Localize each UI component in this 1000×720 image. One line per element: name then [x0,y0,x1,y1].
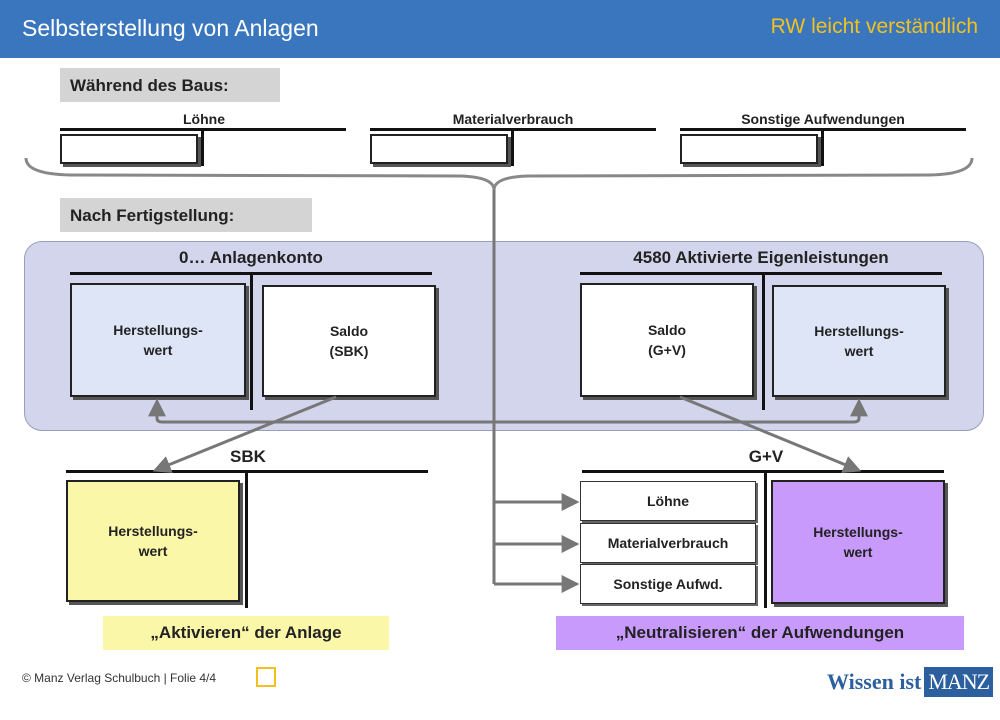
asset-account-top-line [70,272,432,275]
box-text: Herstellungs- [108,523,198,539]
own-work-account-divider [762,274,765,410]
t-account-entry-box [680,134,818,164]
t-account-top-line [680,128,966,131]
header-bar: Selbsterstellung von Anlagen RW leicht v… [0,0,1000,58]
t-account-divider [821,130,824,166]
t-account-divider [201,130,204,166]
t-account-entry-box [370,134,508,164]
t-account-entry-box [60,134,198,164]
guv-item-materialverbrauch: Materialverbrauch [580,523,756,563]
manz-logo: Wissen ist MANZ [827,667,994,697]
guv-top-line [582,470,944,473]
box-text: wert [143,342,173,358]
logo-box: MANZ [924,667,994,697]
logo-word: Wissen ist [827,669,922,694]
guv-item-sonstige: Sonstige Aufwd. [580,564,756,604]
box-text: (SBK) [329,343,369,359]
box-text: Herstellungs- [814,323,904,339]
own-work-credit-box: Herstellungs- wert [772,285,946,397]
guv-title: G+V [748,447,784,466]
sbk-debit-box: Herstellungs- wert [66,480,240,602]
asset-account-divider [250,274,253,410]
box-text: Saldo [647,322,687,338]
box-text: Saldo [329,323,369,339]
asset-account-title: 0… Anlagenkonto [179,248,323,267]
during-construction-label: Während des Baus: [60,68,280,102]
box-text: wert [843,544,873,560]
t-account-top-line [370,128,656,131]
account-title: Löhne [183,111,225,127]
guv-divider [764,472,767,608]
account-title: Sonstige Aufwendungen [741,111,905,127]
caption-neutralize: „Neutralisieren“ der Aufwendungen [556,616,964,650]
brand-label: RW leicht verständlich [770,15,978,38]
t-account-top-line [60,128,346,131]
box-text: Herstellungs- [113,322,203,338]
sbk-title: SBK [230,447,266,466]
slide-title: Selbsterstellung von Anlagen [22,15,319,41]
asset-debit-box: Herstellungs- wert [70,283,246,397]
asset-credit-box: Saldo (SBK) [262,285,436,397]
footer-copyright: © Manz Verlag Schulbuch | Folie 4/4 [22,671,217,685]
after-completion-label: Nach Fertigstellung: [60,198,312,232]
box-text: (G+V) [648,342,686,358]
own-work-account-top-line [580,272,942,275]
footer-square-icon [256,667,276,687]
own-work-debit-box: Saldo (G+V) [580,283,754,397]
box-text: Herstellungs- [813,524,903,540]
guv-credit-box: Herstellungs- wert [771,480,945,604]
t-account-divider [511,130,514,166]
caption-activate: „Aktivieren“ der Anlage [103,616,389,650]
own-work-account-title: 4580 Aktivierte Eigenleistungen [633,248,889,267]
sbk-top-line [66,470,428,473]
guv-item-loehne: Löhne [580,481,756,521]
box-text: wert [138,543,168,559]
sbk-divider [245,472,248,608]
box-text: wert [844,343,874,359]
account-title: Materialverbrauch [452,111,574,127]
